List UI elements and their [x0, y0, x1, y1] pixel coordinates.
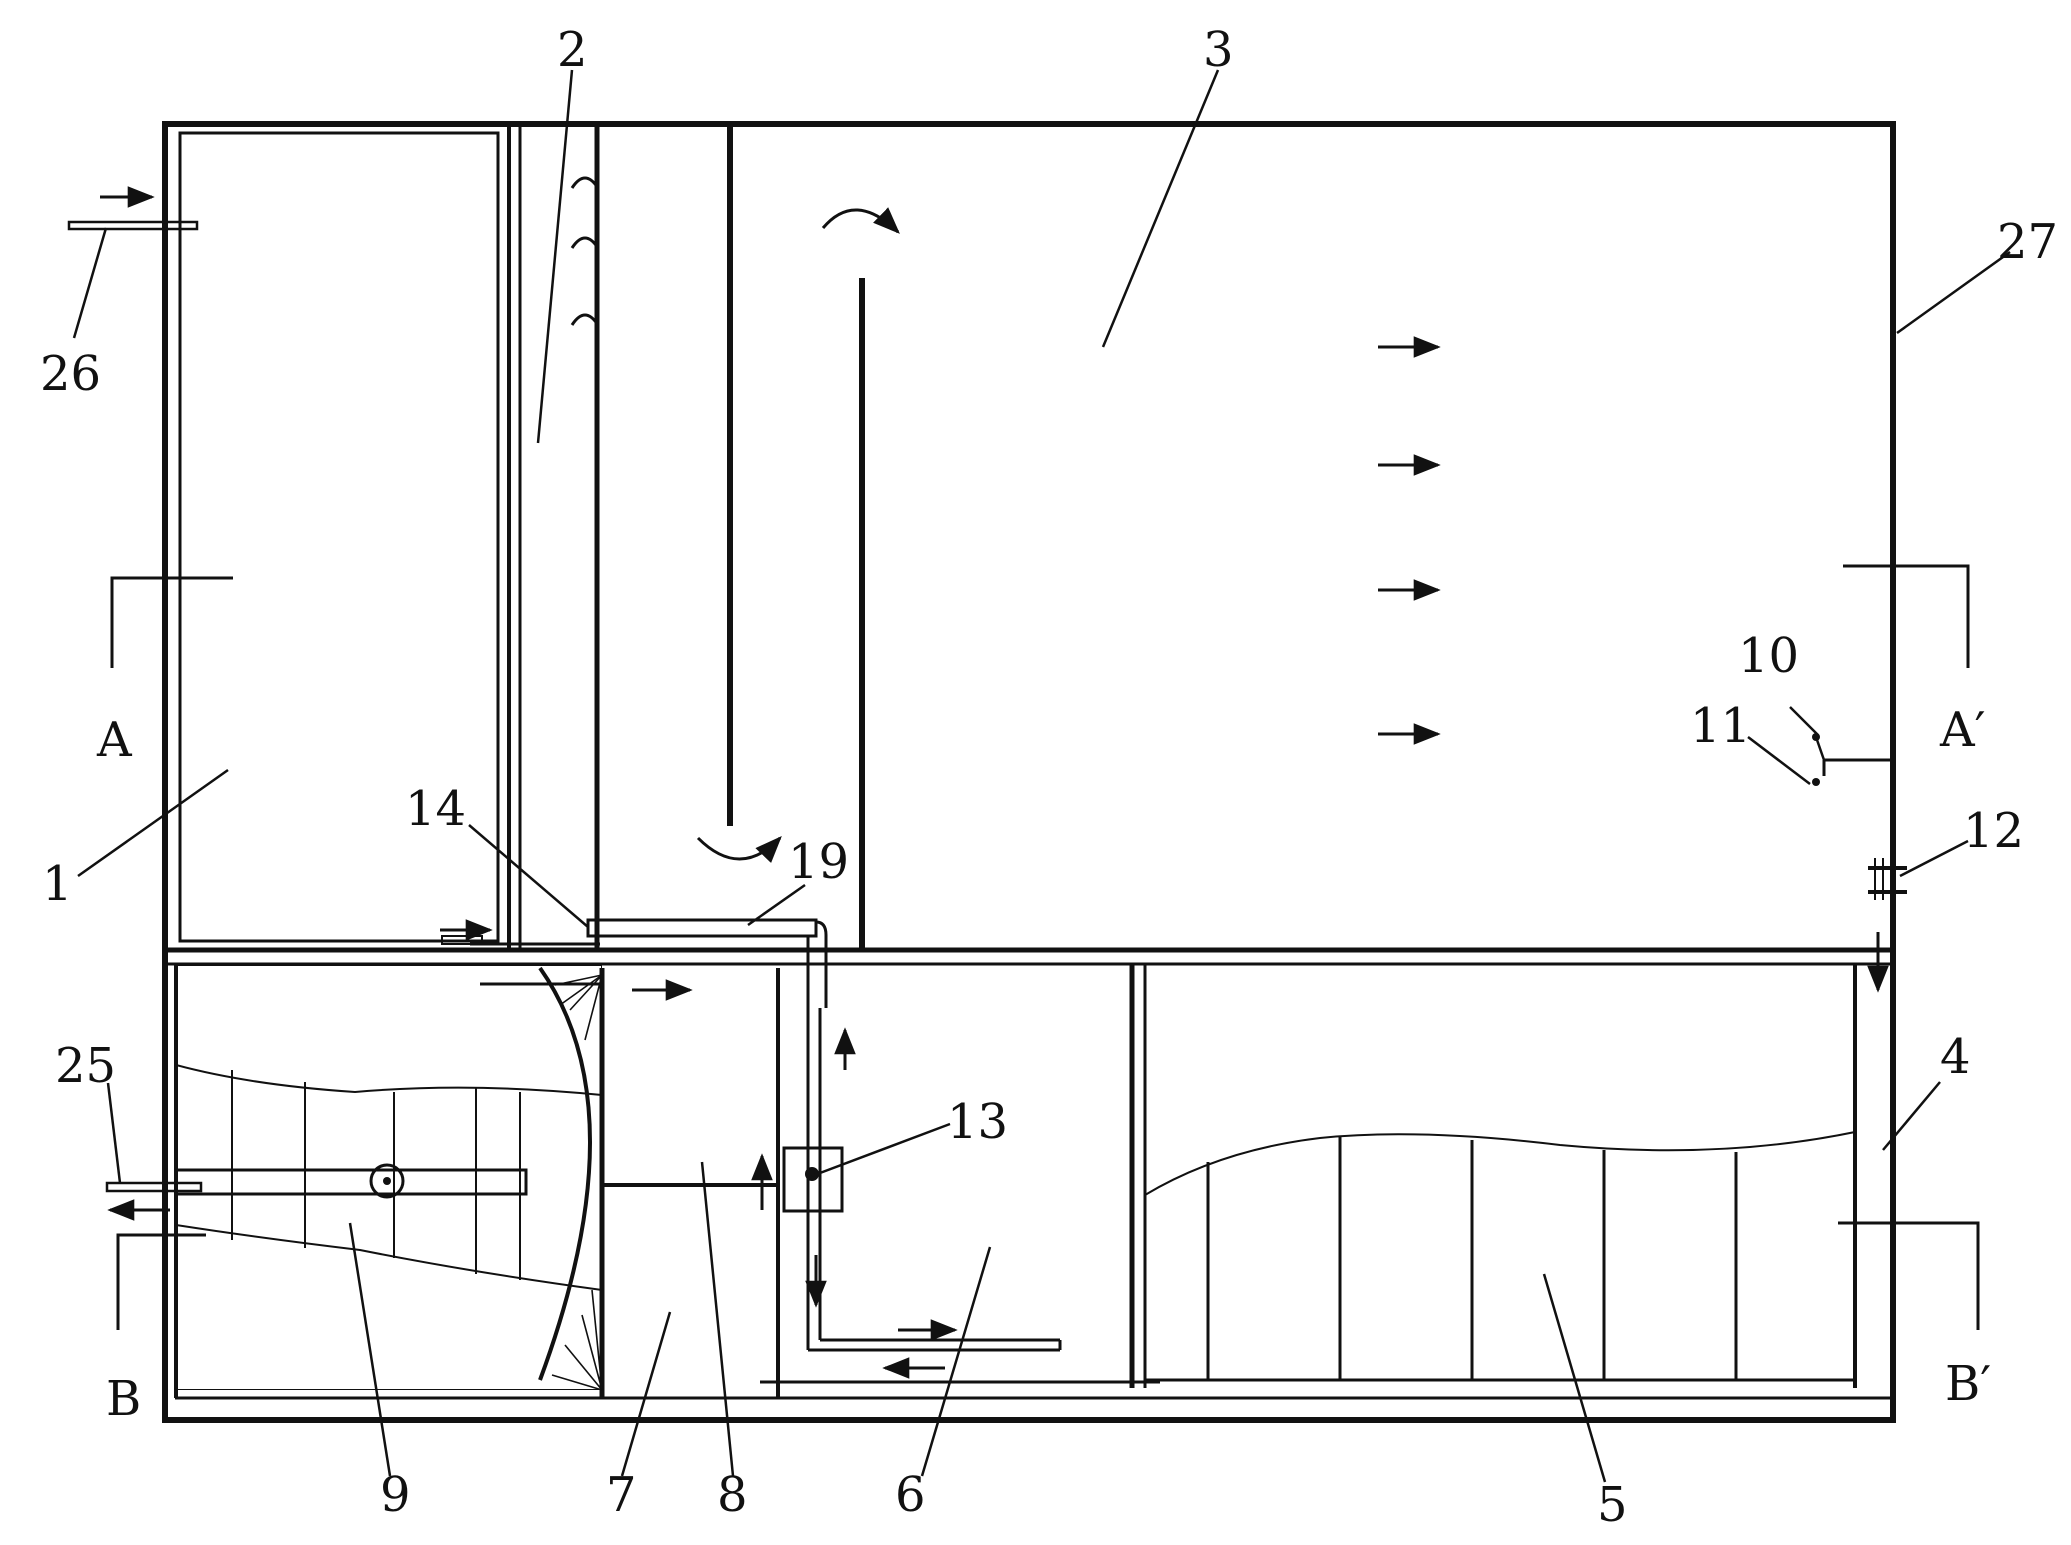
- connector-12: [1867, 858, 1907, 993]
- label-26: 26: [40, 346, 101, 402]
- label-12: 12: [1963, 803, 2024, 859]
- chamber-1: [178, 124, 522, 950]
- section-marks: [110, 564, 1980, 1330]
- chamber-9: [174, 964, 605, 1398]
- inlet-pipe-26: [67, 186, 199, 231]
- outer-housing: [162, 121, 1896, 1423]
- label-19: 19: [788, 834, 849, 890]
- chamber-6: [751, 964, 1160, 1388]
- pipe-14-19: [440, 918, 828, 1008]
- label-13: 13: [947, 1094, 1008, 1150]
- label-27: 27: [1997, 214, 2058, 270]
- label-1: 1: [42, 856, 73, 912]
- label-2: 2: [557, 22, 588, 78]
- label-9: 9: [380, 1467, 411, 1523]
- section-letters: A A′ B B′: [96, 702, 1991, 1427]
- section-a: A: [96, 712, 133, 768]
- label-14: 14: [405, 781, 466, 837]
- label-3: 3: [1203, 22, 1234, 78]
- label-11: 11: [1690, 698, 1751, 754]
- label-5: 5: [1597, 1477, 1628, 1533]
- label-6: 6: [895, 1467, 926, 1523]
- chamber-5: [1143, 963, 1857, 1388]
- label-4: 4: [1940, 1029, 1971, 1085]
- label-25: 25: [55, 1038, 116, 1094]
- reference-numerals: 2 3 27 26 1 14 19 10 11 12 13 25 4 9 7 8…: [40, 22, 2058, 1533]
- label-7: 7: [606, 1467, 637, 1523]
- pipe-25: [105, 1181, 203, 1221]
- section-b-prime: B′: [1945, 1356, 1991, 1412]
- label-10: 10: [1738, 628, 1799, 684]
- chamber-7-8: [602, 968, 780, 1398]
- middle-partition: [165, 947, 1893, 966]
- leader-lines: [72, 69, 2011, 1483]
- channel-2-baffles: [570, 124, 900, 950]
- section-a-prime: A′: [1939, 702, 1986, 758]
- label-8: 8: [717, 1467, 748, 1523]
- chamber-3-flow-arrows: [1378, 336, 1441, 745]
- section-b: B: [106, 1371, 141, 1427]
- component-10-11: [1812, 733, 1893, 786]
